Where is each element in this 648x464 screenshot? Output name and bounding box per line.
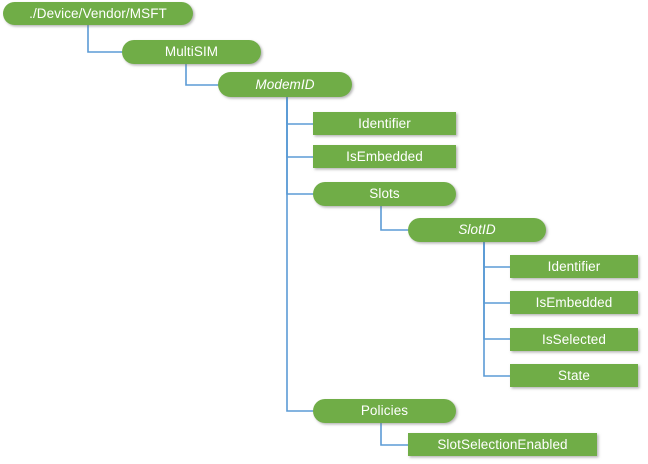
tree-node-slotid[interactable]: SlotID xyxy=(408,218,546,242)
tree-node-slot-isselected[interactable]: IsSelected xyxy=(510,328,638,351)
tree-node-modem-identifier[interactable]: Identifier xyxy=(313,112,456,135)
connector-slotid-to-identifier xyxy=(483,241,511,268)
connector-modemid-to-slots xyxy=(286,96,314,195)
tree-node-label: Slots xyxy=(369,186,400,202)
tree-node-slot-state[interactable]: State xyxy=(510,364,638,387)
tree-node-label: MultiSIM xyxy=(164,44,219,60)
tree-node-multisim[interactable]: MultiSIM xyxy=(122,40,261,64)
connector-modemid-to-isembedded xyxy=(286,96,314,158)
tree-node-label: IsSelected xyxy=(541,331,607,347)
tree-node-label: IsEmbedded xyxy=(346,148,423,164)
connector-slotid-to-isselected xyxy=(483,241,511,340)
connector-modemid-to-identifier xyxy=(286,96,314,125)
tree-node-label: Policies xyxy=(360,403,409,419)
connector-multisim-to-modemid xyxy=(185,63,219,86)
connector-slotid-to-isembedded xyxy=(483,241,511,304)
tree-node-label: SlotSelectionEnabled xyxy=(437,436,568,452)
tree-node-slot-isembedded[interactable]: IsEmbedded xyxy=(510,291,638,314)
tree-node-label: SlotID xyxy=(458,222,496,238)
tree-node-label: IsEmbedded xyxy=(535,294,613,310)
tree-node-slots[interactable]: Slots xyxy=(313,182,456,206)
tree-node-root[interactable]: ./Device/Vendor/MSFT xyxy=(3,2,193,25)
tree-node-label: ModemID xyxy=(255,76,315,92)
connector-slots-to-slotid xyxy=(380,205,409,231)
tree-node-label: Identifier xyxy=(547,258,601,274)
connector-modemid-to-policies xyxy=(286,96,314,412)
tree-node-policies[interactable]: Policies xyxy=(313,399,456,423)
tree-node-modem-isembedded[interactable]: IsEmbedded xyxy=(313,145,456,168)
connector-policies-to-slotselection xyxy=(380,422,409,446)
connector-slotid-to-state xyxy=(483,241,511,377)
tree-node-label: Identifier xyxy=(358,115,411,131)
tree-node-slot-identifier[interactable]: Identifier xyxy=(510,255,638,278)
connector-root-to-multisim xyxy=(87,24,123,53)
tree-node-slotselectionenabled[interactable]: SlotSelectionEnabled xyxy=(408,433,597,456)
tree-node-modemid[interactable]: ModemID xyxy=(218,72,352,97)
tree-node-label: ./Device/Vendor/MSFT xyxy=(29,5,167,21)
tree-node-label: State xyxy=(557,367,591,383)
